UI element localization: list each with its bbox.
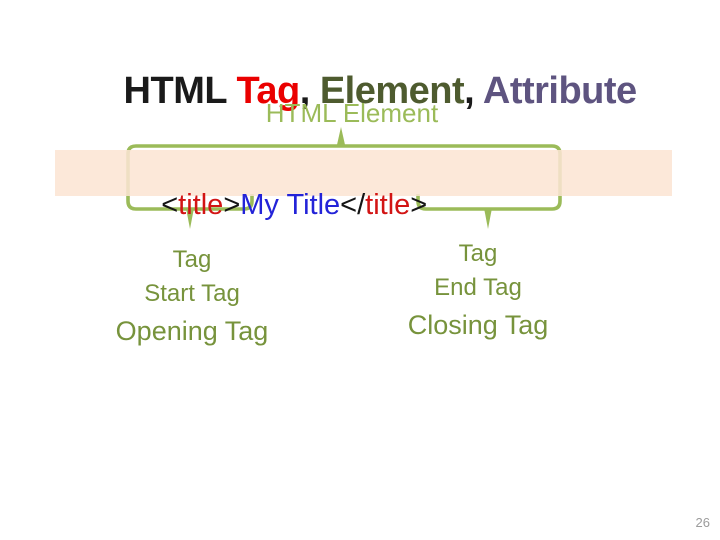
title-word-tag: Tag bbox=[236, 70, 300, 112]
code-content-text: My Title bbox=[240, 189, 341, 221]
end-tag-bracket bbox=[416, 194, 562, 211]
html-element-caption: HTML Element bbox=[265, 98, 439, 128]
page-number: 26 bbox=[695, 515, 710, 530]
title-word-element: Element bbox=[319, 70, 465, 112]
code-open-slash: </ bbox=[340, 189, 366, 221]
element-bracket-tick-up bbox=[336, 127, 346, 147]
title-word-html: HTML bbox=[123, 70, 237, 112]
code-open-angle: < bbox=[161, 189, 179, 221]
code-start-tagname: title bbox=[178, 189, 224, 221]
start-tag-bracket-tick-down bbox=[186, 208, 194, 229]
code-highlight-box bbox=[55, 150, 672, 196]
end-tag-label: Tag End Tag Closing Tag bbox=[374, 237, 582, 345]
start-tag-label: Tag Start Tag Opening Tag bbox=[88, 243, 296, 351]
start-tag-label-line-3: Opening Tag bbox=[115, 316, 269, 346]
slide-title: HTML Tag, Element, Attribute bbox=[0, 27, 720, 156]
start-tag-label-line-1: Tag bbox=[172, 246, 212, 273]
title-word-attribute: Attribute bbox=[482, 70, 637, 112]
title-comma-1: , bbox=[299, 70, 320, 112]
end-tag-label-line-2: End Tag bbox=[434, 274, 522, 301]
end-tag-bracket-tick-down bbox=[484, 208, 492, 229]
end-tag-label-line-3: Closing Tag bbox=[407, 310, 549, 340]
code-close-angle-2: > bbox=[410, 189, 428, 221]
code-snippet: <title>My Title</title> bbox=[129, 157, 427, 221]
code-end-tagname: title bbox=[365, 189, 411, 221]
end-tag-label-line-1: Tag bbox=[458, 240, 498, 267]
title-comma-2: , bbox=[464, 70, 483, 112]
start-tag-label-line-2: Start Tag bbox=[144, 280, 240, 307]
code-close-angle-1: > bbox=[223, 189, 241, 221]
